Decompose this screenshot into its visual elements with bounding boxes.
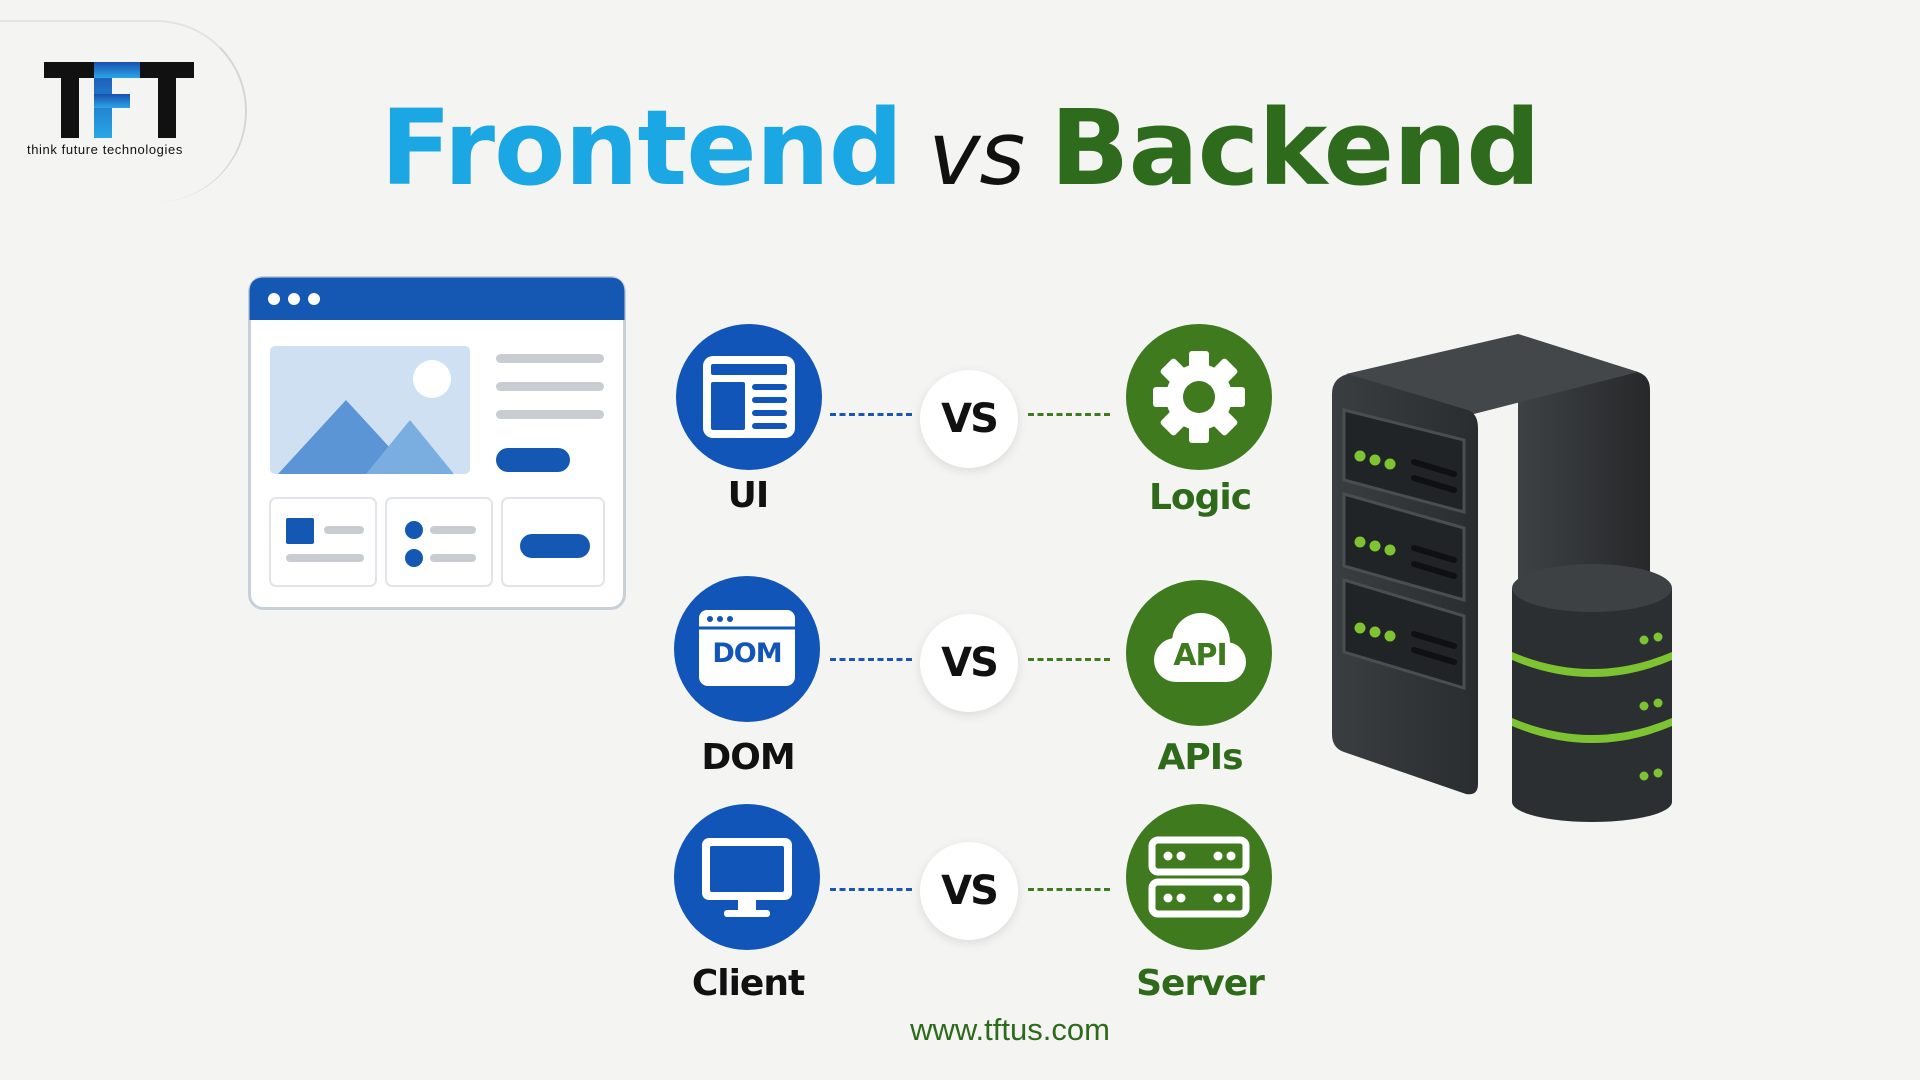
connector-line [830,888,912,891]
label-client: Client [691,963,805,1004]
title-vs: vs [928,102,1025,205]
vs-badge: VS [920,614,1018,712]
browser-window-icon [248,276,626,610]
client-icon-circle [674,804,820,950]
server-rack-icon [1148,836,1250,918]
label-dom: DOM [701,737,795,778]
title-frontend: Frontend [380,87,903,209]
vs-badge: VS [920,842,1018,940]
server-icon-circle [1126,804,1272,950]
label-server: Server [1136,963,1265,1004]
website-link[interactable]: www.tftus.com [910,1012,1110,1047]
tft-logo-icon [44,62,194,138]
label-ui: UI [727,475,770,516]
api-icon-text: API [1173,638,1227,673]
monitor-icon [702,838,792,917]
gear-icon [1153,351,1245,443]
vs-badge: VS [920,370,1018,468]
dom-window-icon [699,610,795,686]
connector-line [1028,413,1110,416]
logic-icon-circle [1126,324,1272,470]
label-logic: Logic [1148,477,1252,518]
dom-icon-text: DOM [712,638,782,669]
title-backend: Backend [1050,87,1540,209]
connector-line [1028,888,1110,891]
dom-icon-circle: DOM [674,576,820,722]
api-cloud-icon [1154,613,1246,682]
connector-line [830,413,912,416]
ui-layout-icon [703,356,795,438]
connector-line [1028,658,1110,661]
logo-tagline: think future technologies [27,142,183,157]
server-database-icon [1332,334,1672,822]
api-icon-circle: API [1126,580,1272,726]
ui-icon-circle [676,324,822,470]
connector-line [830,658,912,661]
label-apis: APIs [1157,737,1243,778]
logo-ring [0,20,247,202]
